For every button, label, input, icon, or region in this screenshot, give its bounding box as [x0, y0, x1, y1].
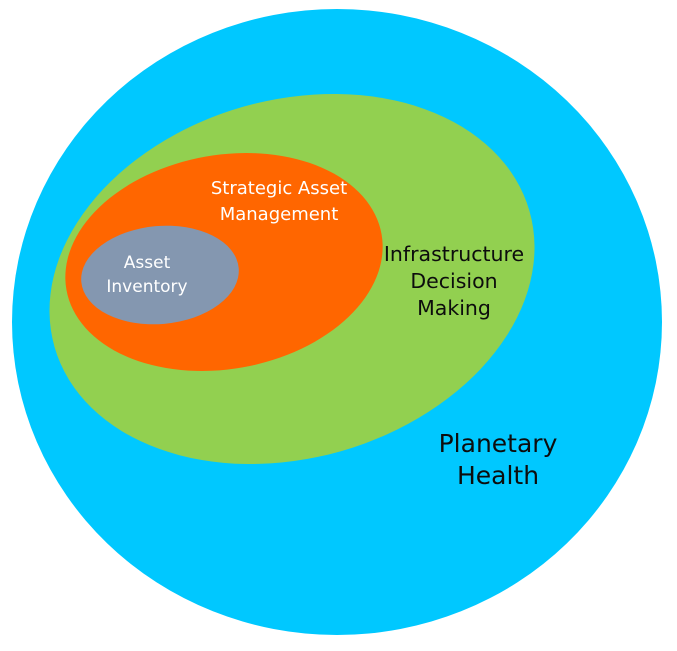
strategic-label-line-1: Strategic Asset	[210, 178, 348, 199]
infrastructure-label-line-1: Infrastructure	[383, 242, 525, 266]
asset-inventory-label-line-1: Asset	[123, 253, 171, 273]
planetary-health-label-line-2: Health	[456, 461, 540, 490]
strategic-asset-management-label: Strategic Asset Management	[196, 176, 362, 228]
strategic-label-line-2: Management	[219, 204, 339, 225]
asset-inventory-label-line-2: Inventory	[106, 277, 188, 297]
infrastructure-label-line-3: Making	[417, 296, 491, 320]
asset-inventory-ellipse	[81, 225, 239, 325]
infrastructure-label-line-2: Decision	[410, 269, 498, 293]
planetary-health-label-line-1: Planetary	[438, 429, 558, 458]
infrastructure-decision-making-label: Infrastructure Decision Making	[370, 241, 538, 322]
asset-inventory-label: Asset Inventory	[92, 251, 202, 299]
planetary-health-label: Planetary Health	[420, 428, 576, 492]
